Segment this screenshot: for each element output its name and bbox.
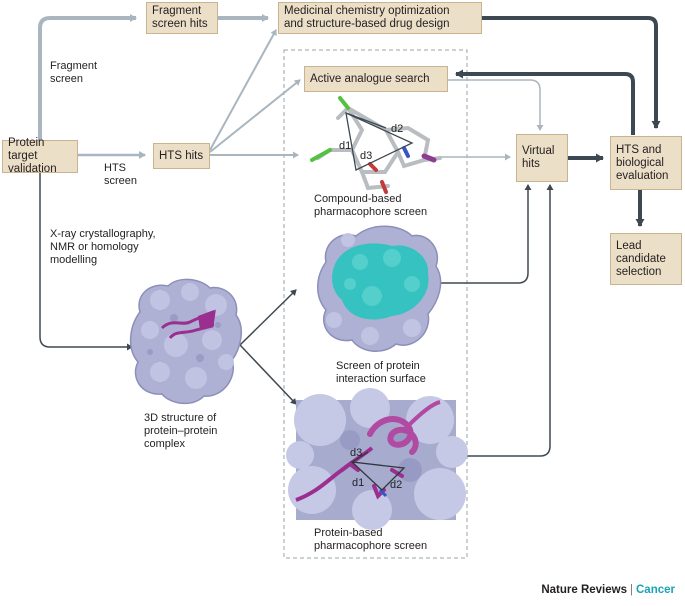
journal-separator: | xyxy=(630,584,633,596)
compound-molecule-illustration xyxy=(310,96,442,194)
hts-biological-evaluation-label: HTS and biological evaluation xyxy=(616,143,669,182)
interaction-surface-caption: Screen of protein interaction surface xyxy=(336,360,426,385)
protein-d1-label: d1 xyxy=(352,477,365,489)
fragment-screen-hits-label: Fragment screen hits xyxy=(152,5,208,30)
arrow-structure-to-surface xyxy=(239,289,297,346)
protein-complex-illustration xyxy=(129,278,242,405)
arrow-target-to-structure xyxy=(39,173,133,351)
structure-3d-caption: 3D structure of protein–protein complex xyxy=(144,412,218,450)
screening-panel-border xyxy=(283,49,468,559)
arrow-htsbio-to-analogue xyxy=(455,69,635,135)
active-analogue-search-box: Active analogue search xyxy=(304,66,448,92)
interaction-surface-illustration xyxy=(317,225,442,352)
arrow-hts-to-analogue xyxy=(209,79,301,153)
arrow-structure-to-protein-pharm xyxy=(239,344,297,405)
protein-pharmacophore-illustration xyxy=(286,388,468,530)
virtual-hits-box: Virtual hits xyxy=(516,134,568,182)
protein-pharmacophore-caption: Protein-based pharmacophore screen xyxy=(314,527,428,552)
hts-biological-evaluation-box: HTS and biological evaluation xyxy=(610,136,682,190)
lead-candidate-selection-label: Lead candidate selection xyxy=(616,239,666,278)
protein-d2-label: d2 xyxy=(390,479,403,491)
fragment-screen-hits-box: Fragment screen hits xyxy=(146,2,218,34)
protein-target-validation-label: Protein target validation xyxy=(8,137,57,175)
arrow-proteinpharm-to-virtual xyxy=(458,184,554,457)
compound-d1-label: d1 xyxy=(339,140,352,152)
journal-credit: Nature Reviews|Cancer xyxy=(541,584,675,596)
medicinal-chemistry-label: Medicinal chemistry optimization and str… xyxy=(284,5,450,30)
xray-nmr-label: X-ray crystallography, NMR or homology m… xyxy=(50,228,156,266)
arrow-medchem-htsbio xyxy=(475,13,661,129)
protein-target-validation-box: Protein target validation xyxy=(2,137,78,175)
arrow-analogue-to-virtual xyxy=(448,79,544,131)
compound-pharmacophore-caption: Compound-based pharmacophore screen xyxy=(314,193,428,218)
journal-section: Cancer xyxy=(636,584,675,596)
medicinal-chemistry-box: Medicinal chemistry optimization and str… xyxy=(278,2,482,34)
compound-d2-label: d2 xyxy=(391,123,404,135)
hts-hits-label: HTS hits xyxy=(159,149,204,162)
hts-screen-label: HTS screen xyxy=(104,162,138,187)
protein-d3-label: d3 xyxy=(350,447,363,459)
compound-d3-label: d3 xyxy=(360,150,373,162)
lead-candidate-selection-box: Lead candidate selection xyxy=(610,233,682,285)
active-analogue-search-label: Active analogue search xyxy=(310,72,430,85)
journal-name: Nature Reviews xyxy=(541,584,627,596)
virtual-hits-label: Virtual hits xyxy=(522,145,555,170)
arrow-hts-to-medchem xyxy=(209,29,277,151)
fragment-screen-label: Fragment screen xyxy=(50,60,98,85)
hts-hits-box: HTS hits xyxy=(153,143,210,169)
arrow-surface-to-virtual xyxy=(440,184,532,284)
arrow-target-to-fragment xyxy=(38,14,137,140)
